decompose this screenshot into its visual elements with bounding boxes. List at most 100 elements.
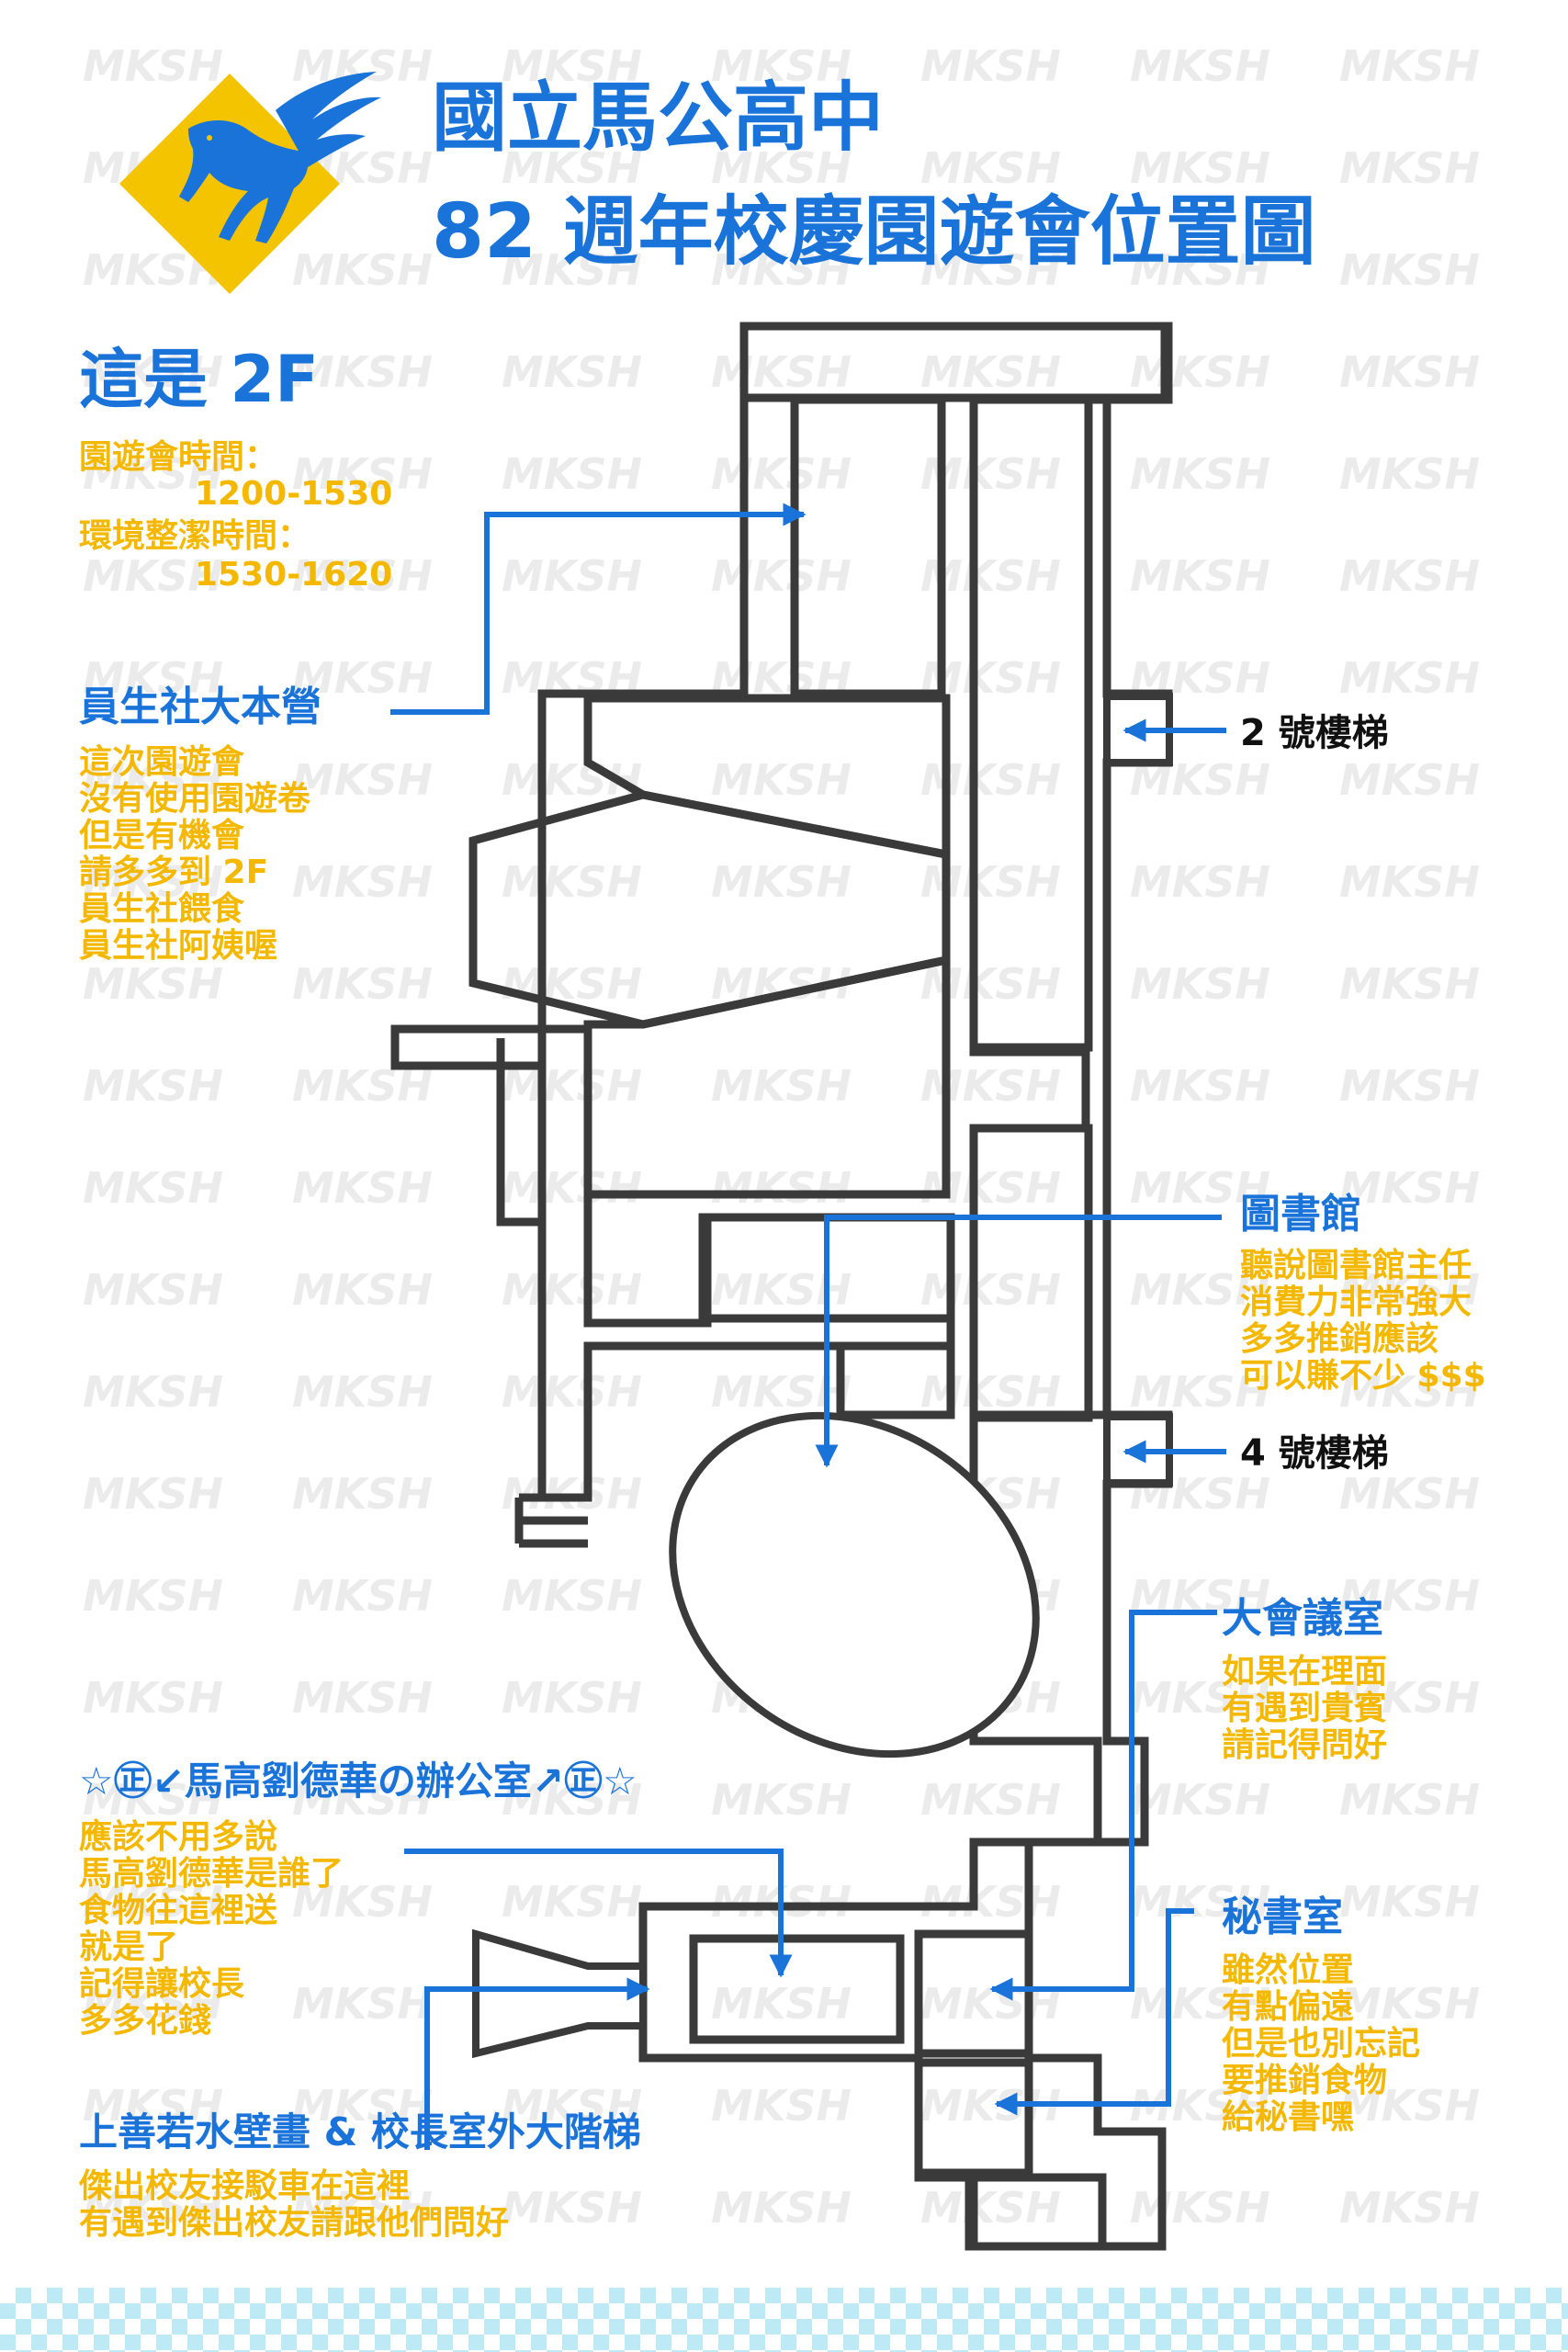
watermark-text: MKSH (83, 1571, 223, 1621)
watermark-text: MKSH (83, 1061, 223, 1111)
school-logo (119, 72, 381, 294)
library-notes: 聽說圖書館主任 消費力非常強大 多多推銷應該 可以賺不少 $$$ (1240, 1248, 1486, 1395)
watermark-text: MKSH (83, 1673, 223, 1723)
watermark-text: MKSH (502, 2183, 642, 2233)
watermark-text: MKSH (1339, 1877, 1480, 1927)
floor-label: 這是 2F (79, 342, 319, 417)
watermark-text: MKSH (292, 551, 433, 601)
watermark-text: MKSH (711, 41, 852, 91)
watermark-text: MKSH (1339, 1265, 1480, 1315)
watermark-text: MKSH (502, 1775, 642, 1825)
watermark-text: MKSH (1339, 653, 1480, 703)
watermark-text: MKSH (292, 1775, 433, 1825)
watermark-text: MKSH (83, 755, 223, 805)
watermark-text: MKSH (83, 857, 223, 907)
watermark-text: MKSH (711, 857, 852, 907)
watermark-text: MKSH (83, 653, 223, 703)
principal-office (689, 1934, 905, 2044)
principal-note: 記得讓校長 (79, 1965, 245, 2003)
watermark-text: MKSH (1339, 959, 1480, 1009)
watermark-text: MKSH (711, 449, 852, 499)
principal-title: ☆㊣↙馬高劉德華の辦公室↗㊣☆ (79, 1758, 637, 1804)
stair-south (514, 1493, 588, 1548)
watermark-text: MKSH (502, 1571, 642, 1621)
watermark-text: MKSH (292, 1163, 433, 1213)
secretary-title: 秘書室 (1222, 1894, 1343, 1940)
coop-note: 請多多到 2F (79, 854, 269, 891)
watermark-text: MKSH (1339, 1979, 1480, 2029)
watermark-text: MKSH (1339, 1469, 1480, 1519)
watermark-text: MKSH (1130, 1979, 1270, 2029)
watermark-text: MKSH (1130, 1673, 1270, 1723)
watermark-text: MKSH (292, 347, 433, 397)
library-note: 聽說圖書館主任 (1240, 1247, 1472, 1284)
watermark-text: MKSH (83, 1775, 223, 1825)
watermark-text: MKSH (711, 1061, 852, 1111)
coop-note: 員生社阿姨喔 (79, 927, 278, 965)
secretary-note: 給秘書嘿 (1222, 2098, 1355, 2136)
principal-note: 應該不用多說 (79, 1818, 278, 1856)
coop-note: 沒有使用園遊卷 (79, 780, 311, 818)
watermark-text: MKSH (1130, 959, 1270, 1009)
watermark-text: MKSH (1339, 245, 1480, 295)
watermark-text: MKSH (83, 2081, 223, 2131)
watermark-text: MKSH (711, 551, 852, 601)
mural-note: 有遇到傑出校友請跟他們問好 (79, 2204, 510, 2242)
watermark-text: MKSH (292, 653, 433, 703)
coop-notes: 這次園遊會 沒有使用園遊卷 但是有機會 請多多到 2F 員生社餵食 員生社阿姨喔 (79, 744, 310, 965)
watermark-text: MKSH (1130, 857, 1270, 907)
watermark-text: MKSH (502, 245, 642, 295)
watermark-text: MKSH (1130, 2183, 1270, 2233)
watermark-text: MKSH (920, 1775, 1061, 1825)
secretary-note: 有點偏遠 (1222, 1988, 1355, 2026)
principal-note: 食物往這裡送 (79, 1892, 278, 1929)
watermark-text: MKSH (292, 1265, 433, 1315)
mural-title: 上善若水壁畫 & 校長室外大階梯 (79, 2109, 641, 2154)
watermark-text: MKSH (83, 1265, 223, 1315)
watermark-text: MKSH (1130, 1877, 1270, 1927)
coop-note: 這次園遊會 (79, 743, 245, 781)
watermark-text: MKSH (502, 551, 642, 601)
mural-notes: 傑出校友接駁車在這裡 有遇到傑出校友請跟他們問好 (79, 2168, 509, 2242)
watermark-text: MKSH (292, 1571, 433, 1621)
watermark-text: MKSH (292, 1979, 433, 2029)
watermark-text: MKSH (1130, 1163, 1270, 1213)
watermark-text: MKSH (1130, 1265, 1270, 1315)
watermark-text: MKSH (292, 1469, 433, 1519)
watermark-text: MKSH (711, 1163, 852, 1213)
library-note: 消費力非常強大 (1240, 1283, 1472, 1321)
watermark-text: MKSH (920, 1877, 1061, 1927)
watermark-text: MKSH (711, 755, 852, 805)
watermark-text: MKSH (920, 2183, 1061, 2233)
watermark-text: MKSH (83, 551, 223, 601)
watermark-text: MKSH (83, 2183, 223, 2233)
cleanup-time-value: 1530-1620 (195, 556, 393, 594)
coop-note: 員生社餵食 (79, 890, 245, 928)
watermark-text: MKSH (83, 41, 223, 91)
watermark-text: MKSH (1130, 347, 1270, 397)
principal-note: 就是了 (79, 1928, 179, 1966)
library-note: 多多推銷應該 (1240, 1320, 1439, 1358)
watermark-text: MKSH (711, 2183, 852, 2233)
watermark-text: MKSH (1130, 1367, 1270, 1417)
watermark-text: MKSH (83, 347, 223, 397)
conference-note: 有遇到貴賓 (1222, 1690, 1388, 1727)
checker-border (0, 2288, 1568, 2352)
fair-time-value: 1200-1530 (195, 475, 393, 513)
watermark-text: MKSH (502, 41, 642, 91)
watermark-text: MKSH (83, 1469, 223, 1519)
watermark-text: MKSH (502, 1673, 642, 1723)
watermark-text: MKSH (502, 449, 642, 499)
watermark-text: MKSH (1339, 2183, 1480, 2233)
conference-note: 如果在理面 (1222, 1653, 1388, 1690)
hall-lower (583, 955, 951, 1199)
watermark-text: MKSH (1130, 245, 1270, 295)
watermark-text: MKSH (920, 1367, 1061, 1417)
secretary-note: 但是也別忘記 (1222, 2025, 1421, 2063)
secretary-notes: 雖然位置 有點偏遠 但是也別忘記 要推銷食物 給秘書嘿 (1222, 1952, 1420, 2136)
conference-note: 請記得問好 (1222, 1726, 1388, 1764)
watermark-text: MKSH (1130, 1775, 1270, 1825)
watermark-text: MKSH (1339, 1571, 1480, 1621)
watermark-text: MKSH (502, 143, 642, 193)
